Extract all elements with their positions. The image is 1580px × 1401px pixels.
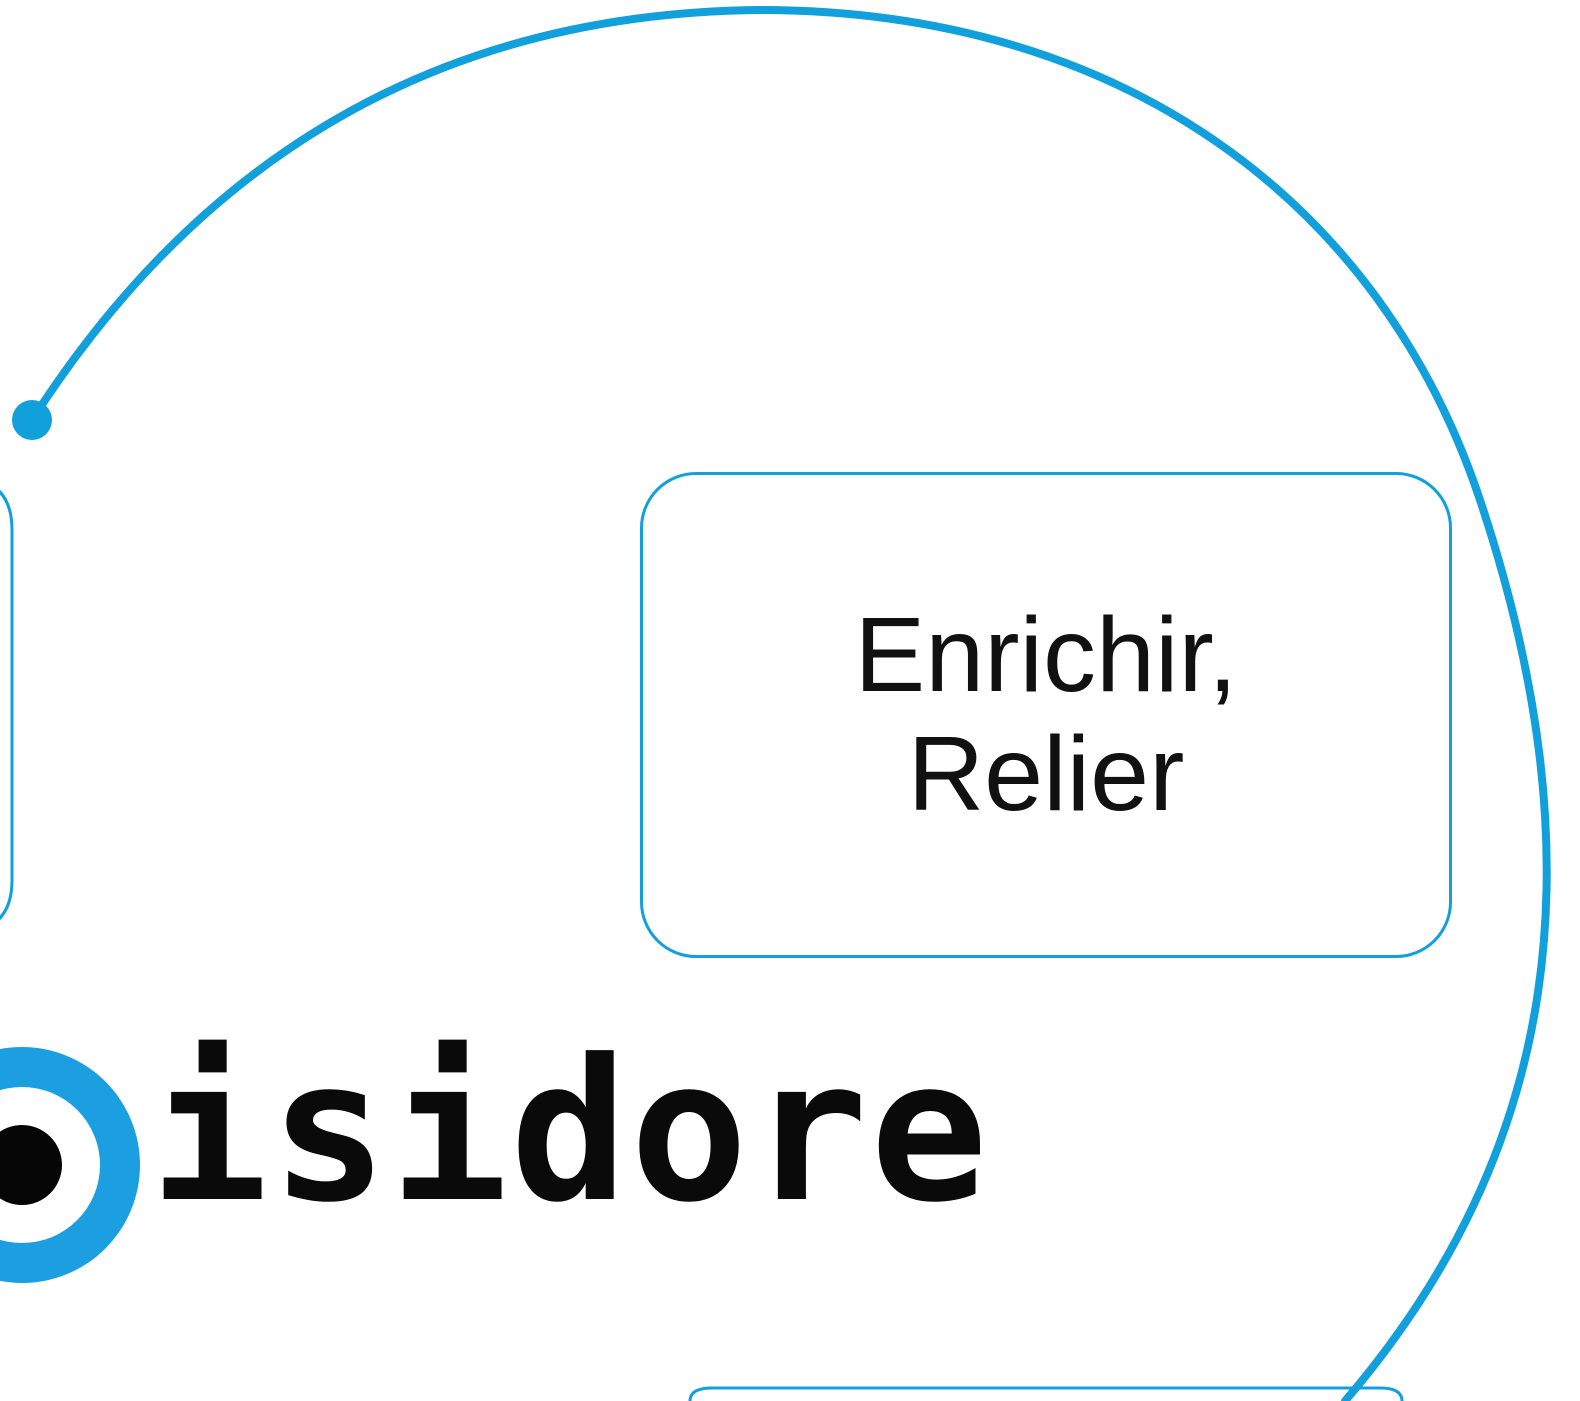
bottom-step-box-edge — [688, 1386, 1404, 1401]
cycle-arc — [28, 5, 1551, 1401]
step-label: Enrichir, Relier — [854, 596, 1238, 833]
left-step-box-edge — [0, 490, 14, 920]
arc-endpoint-dot — [12, 400, 52, 440]
isidore-logo-wordmark: isidore — [150, 1018, 991, 1246]
step-box-enrichir-relier: Enrichir, Relier — [640, 472, 1452, 958]
target-ring-icon — [0, 1047, 140, 1283]
